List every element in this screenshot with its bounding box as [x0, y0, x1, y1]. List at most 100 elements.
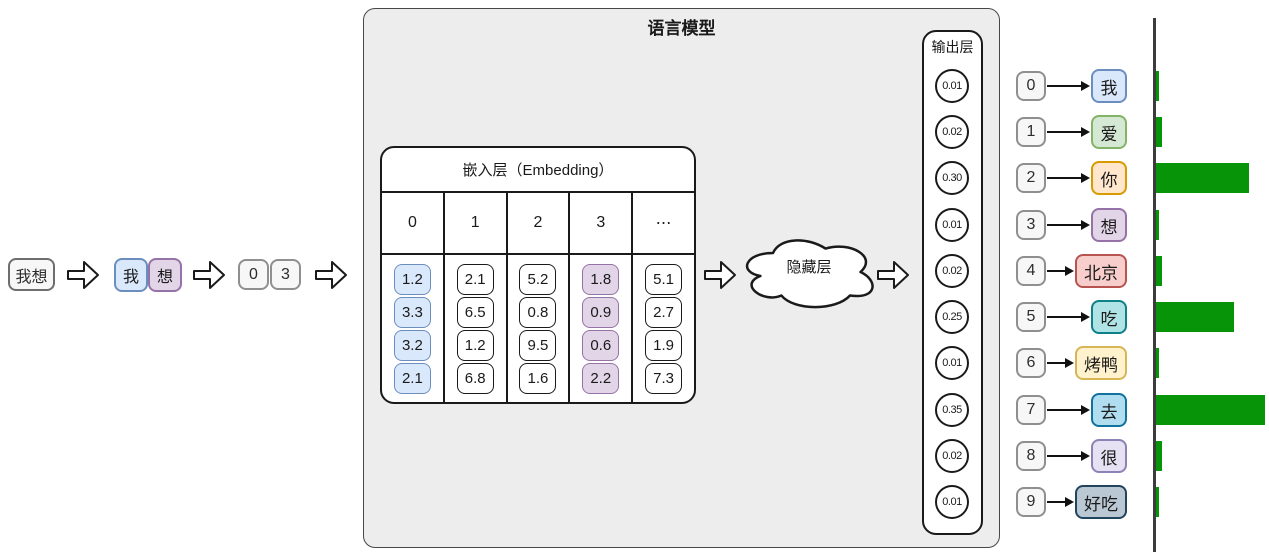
vocab-token-box: 想 — [1091, 208, 1127, 242]
mapping-arrow-icon — [1047, 224, 1082, 226]
embedding-value-box: 5.1 — [645, 263, 683, 295]
flow-arrow-icon — [703, 257, 737, 298]
mapping-arrow-icon — [1047, 270, 1066, 272]
embedding-column-header: 3 — [570, 193, 634, 253]
mapping-arrowhead-icon — [1081, 405, 1090, 415]
mapping-arrowhead-icon — [1065, 266, 1074, 276]
probability-circle: 0.25 — [935, 300, 969, 334]
embedding-value-box: 2.2 — [582, 362, 620, 394]
token-id-box: 3 — [270, 259, 301, 290]
embedding-value-box: 7.3 — [645, 362, 683, 394]
mapping-arrowhead-icon — [1081, 173, 1090, 183]
vocab-token-box: 吃 — [1091, 300, 1127, 334]
input-token-box: 我 — [114, 258, 148, 292]
embedding-value-box: 1.8 — [582, 263, 620, 295]
probability-circle: 0.01 — [935, 485, 969, 519]
embedding-value-box: 0.6 — [582, 329, 620, 361]
vocab-token-box: 爱 — [1091, 115, 1127, 149]
embedding-value-box: 1.6 — [519, 362, 557, 394]
embedding-column-header: 0 — [382, 193, 445, 253]
mapping-arrowhead-icon — [1081, 81, 1090, 91]
mapping-arrowhead-icon — [1081, 451, 1090, 461]
vocab-token-box: 北京 — [1075, 254, 1127, 288]
vocab-id-box: 6 — [1016, 348, 1046, 378]
mapping-arrow-icon — [1047, 85, 1082, 87]
embedding-value-box: 0.9 — [582, 296, 620, 328]
embedding-title: 嵌入层（Embedding） — [382, 148, 694, 193]
input-token-box: 想 — [148, 258, 182, 292]
probability-bar — [1156, 441, 1162, 471]
mapping-arrow-icon — [1047, 131, 1082, 133]
vocab-id-box: 9 — [1016, 487, 1046, 517]
cloud-icon — [745, 239, 874, 309]
mapping-arrowhead-icon — [1081, 312, 1090, 322]
flow-arrow-icon — [314, 257, 348, 298]
probability-circle: 0.01 — [935, 208, 969, 242]
mapping-arrowhead-icon — [1065, 358, 1074, 368]
embedding-value-box: 6.5 — [456, 296, 494, 328]
mapping-arrow-icon — [1047, 409, 1082, 411]
hidden-layer-cloud: 隐藏层 — [738, 232, 880, 314]
mapping-arrowhead-icon — [1065, 497, 1074, 507]
mapping-arrow-icon — [1047, 362, 1066, 364]
flow-arrow-icon — [192, 257, 226, 298]
vocab-token-box: 我 — [1091, 69, 1127, 103]
probability-bar — [1156, 487, 1159, 517]
embedding-value-box: 9.5 — [519, 329, 557, 361]
probability-circle: 0.01 — [935, 69, 969, 103]
probability-circle: 0.02 — [935, 254, 969, 288]
embedding-value-box: 2.7 — [645, 296, 683, 328]
vocab-token-box: 去 — [1091, 393, 1127, 427]
embedding-column-header: 2 — [508, 193, 571, 253]
embedding-column-header: ⋯ — [655, 215, 672, 232]
probability-circle: 0.02 — [935, 115, 969, 149]
vocab-token-box: 好吃 — [1075, 485, 1127, 519]
embedding-value-box: 3.2 — [393, 329, 431, 361]
flow-arrow-icon — [66, 257, 100, 298]
probability-circle: 0.01 — [935, 346, 969, 380]
output-layer-title: 输出层 — [931, 39, 974, 55]
vocab-id-box: 5 — [1016, 302, 1046, 332]
mapping-arrowhead-icon — [1081, 127, 1090, 137]
vocab-token-box: 你 — [1091, 161, 1127, 195]
embedding-column-header: 1 — [445, 193, 508, 253]
hidden-layer-label: 隐藏层 — [786, 259, 832, 276]
embedding-value-box: 3.3 — [393, 296, 431, 328]
mapping-arrow-icon — [1047, 455, 1082, 457]
probability-circle: 0.35 — [935, 393, 969, 427]
mapping-arrow-icon — [1047, 177, 1082, 179]
vocab-id-box: 1 — [1016, 117, 1046, 147]
vocab-id-box: 8 — [1016, 441, 1046, 471]
mapping-arrow-icon — [1047, 316, 1082, 318]
embedding-value-box: 1.9 — [645, 329, 683, 361]
mapping-arrow-icon — [1047, 501, 1066, 503]
bar-chart-axis — [1153, 18, 1156, 552]
probability-bar — [1156, 348, 1159, 378]
vocab-id-box: 0 — [1016, 71, 1046, 101]
embedding-value-box: 1.2 — [456, 329, 494, 361]
probability-bar — [1156, 302, 1234, 332]
mapping-arrowhead-icon — [1081, 220, 1090, 230]
probability-circle: 0.30 — [935, 161, 969, 195]
embedding-value-box: 2.1 — [393, 362, 431, 394]
embedding-value-box: 6.8 — [456, 362, 494, 394]
probability-bar — [1156, 210, 1159, 240]
vocab-id-box: 7 — [1016, 395, 1046, 425]
input-text: 我想 — [15, 268, 48, 286]
flow-arrow-icon — [876, 257, 910, 298]
probability-circle: 0.02 — [935, 439, 969, 473]
embedding-value-box: 2.1 — [456, 263, 494, 295]
probability-bar — [1156, 163, 1249, 193]
embedding-value-box: 1.2 — [393, 263, 431, 295]
input-text-box: 我想 — [8, 258, 55, 291]
embedding-value-box: 5.2 — [519, 263, 557, 295]
